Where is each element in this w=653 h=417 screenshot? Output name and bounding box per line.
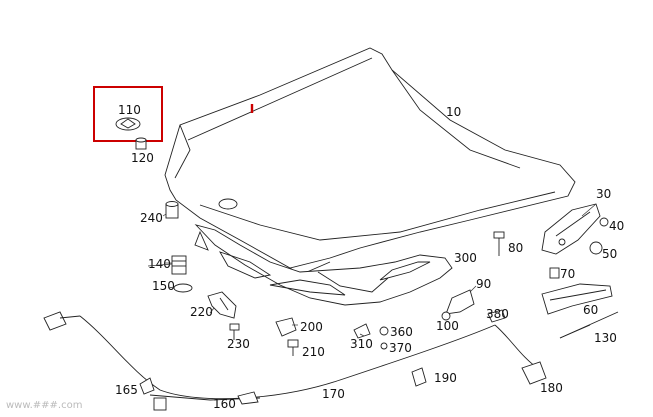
- bracket-220: [207, 291, 237, 319]
- bolt-210: [287, 339, 299, 356]
- bracket-90: [445, 285, 477, 315]
- clip-310: [353, 323, 371, 339]
- label-110: 110: [118, 103, 141, 117]
- label-165: 165: [115, 383, 138, 397]
- label-80: 80: [508, 241, 523, 255]
- ring-150: [173, 283, 193, 293]
- clip-370: [380, 342, 388, 350]
- label-170: 170: [322, 387, 345, 401]
- label-380: 380: [486, 307, 509, 321]
- hinge-30: [541, 203, 601, 255]
- label-190: 190: [434, 371, 457, 385]
- label-120: 120: [131, 151, 154, 165]
- label-60: 60: [583, 303, 598, 317]
- label-140: 140: [148, 257, 171, 271]
- label-360: 360: [390, 325, 413, 339]
- label-220: 220: [190, 305, 213, 319]
- emblem-110: [115, 117, 141, 131]
- label-160: 160: [213, 397, 236, 411]
- bolt-230: [229, 323, 240, 340]
- nut-100: [441, 311, 451, 321]
- clip-120: [135, 137, 147, 150]
- label-70: 70: [560, 267, 575, 281]
- stop-140: [165, 255, 187, 275]
- watermark: www.###.com: [6, 400, 82, 411]
- handle-left: [43, 311, 81, 331]
- hood-panel: [164, 47, 576, 276]
- bolt-70: [549, 267, 560, 279]
- label-50: 50: [602, 247, 617, 261]
- label-130: 130: [594, 331, 617, 345]
- label-180: 180: [540, 381, 563, 395]
- label-150: 150: [152, 279, 175, 293]
- label-10: 10: [446, 105, 461, 119]
- highlight-box-110: [93, 86, 163, 142]
- connector-bottom: [153, 397, 167, 411]
- hood-inner-frame: [194, 224, 453, 306]
- label-310: 310: [350, 337, 373, 351]
- handle-180: [521, 361, 547, 385]
- label-200: 200: [300, 320, 323, 334]
- label-240: 240: [140, 211, 163, 225]
- label-100: 100: [436, 319, 459, 333]
- latch-200: [275, 317, 298, 337]
- hinge-bracket-60: [541, 283, 613, 315]
- clip-380: [487, 309, 506, 323]
- clip-165: [139, 377, 155, 395]
- label-370: 370: [389, 341, 412, 355]
- bolt-40: [599, 217, 609, 227]
- connector-160: [237, 391, 259, 405]
- clip-190: [411, 367, 427, 387]
- label-30: 30: [596, 187, 611, 201]
- cable-end: [494, 324, 541, 371]
- part-labels: 10 30 40 50 60 70 80 90 100 110 120 130 …: [115, 103, 624, 411]
- label-210: 210: [302, 345, 325, 359]
- label-230: 230: [227, 337, 250, 351]
- release-cable-170: [79, 315, 496, 400]
- buffer-240: [162, 201, 179, 219]
- label-40: 40: [609, 219, 624, 233]
- label-300: 300: [454, 251, 477, 265]
- leader-lines: [147, 203, 597, 337]
- gas-strut-130: [559, 311, 619, 339]
- label-90: 90: [476, 277, 491, 291]
- clip-360: [379, 326, 389, 336]
- emblem-star-icon: [120, 118, 136, 129]
- nut-50: [589, 241, 603, 255]
- bolt-80: [493, 231, 505, 256]
